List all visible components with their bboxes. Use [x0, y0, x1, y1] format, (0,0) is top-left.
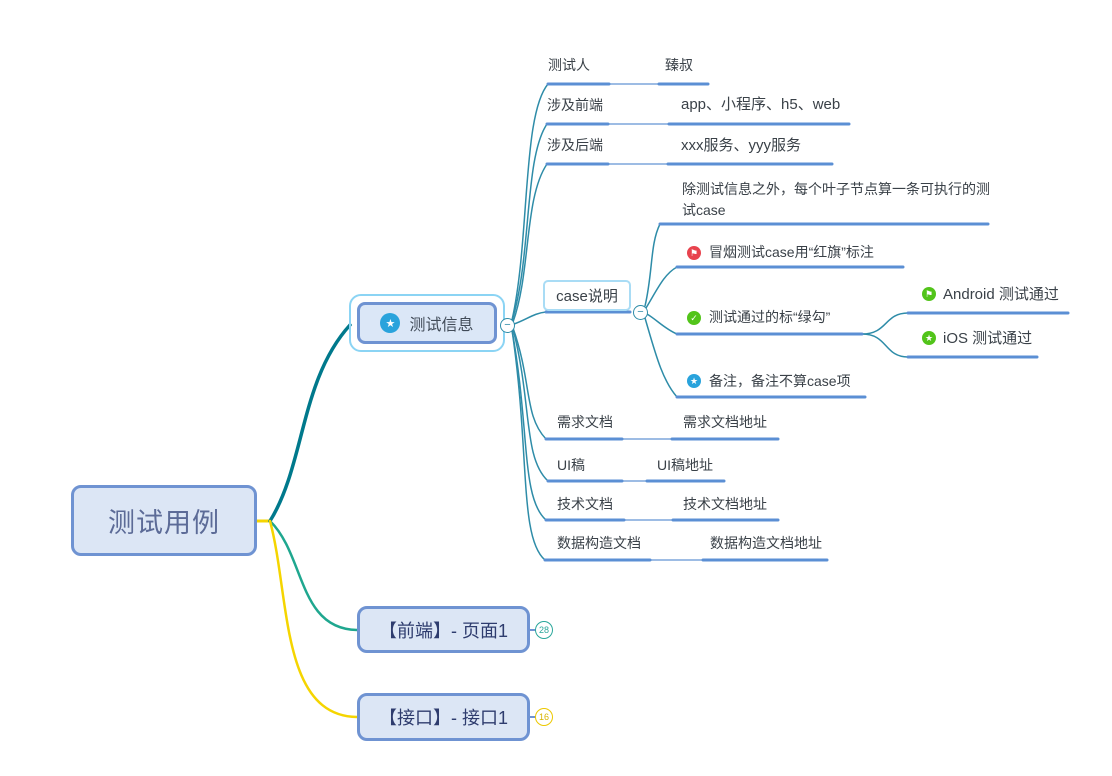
- green-check-icon: ✓: [687, 311, 701, 325]
- minus-icon: −: [504, 319, 511, 331]
- topic-case-note[interactable]: case说明: [543, 280, 631, 311]
- topic-tester[interactable]: 测试人: [548, 57, 590, 73]
- topic-case-rule-note[interactable]: 除测试信息之外，每个叶子节点算一条可执行的测试case: [682, 181, 990, 218]
- collapse-button-case-note[interactable]: −: [633, 305, 648, 320]
- topic-pass-rule[interactable]: 测试通过的标“绿勾”: [709, 309, 831, 325]
- topic-frontend-label: 【前端】- 页面1: [378, 620, 508, 641]
- star-icon: ★: [380, 313, 401, 333]
- test-info-child-curves: [511, 83, 549, 561]
- topic-backend-scope-value[interactable]: xxx服务、yyy服务: [681, 137, 802, 154]
- root-topic-label: 测试用例: [108, 508, 220, 538]
- topic-ui-doc[interactable]: UI稿: [557, 457, 585, 473]
- topic-tester-value[interactable]: 臻叔: [665, 57, 693, 73]
- main-branch-curves: [255, 323, 359, 719]
- topic-requirement-doc-value[interactable]: 需求文档地址: [683, 414, 767, 430]
- topic-tech-doc-value[interactable]: 技术文档地址: [683, 496, 767, 512]
- branch-api: [268, 519, 359, 719]
- branch-frontend: [268, 519, 359, 632]
- topic-frontend-page[interactable]: 【前端】- 页面1: [357, 606, 530, 653]
- row-links: [607, 83, 704, 561]
- green-flag-icon: ⚑: [922, 287, 936, 301]
- topic-data-doc[interactable]: 数据构造文档: [557, 535, 641, 551]
- topic-api[interactable]: 【接口】- 接口1: [357, 693, 530, 741]
- topic-smoke-rule[interactable]: 冒烟测试case用“红旗”标注: [709, 244, 874, 260]
- green-star-icon: ★: [922, 331, 936, 345]
- topic-api-label: 【接口】- 接口1: [378, 708, 508, 728]
- topic-underlines: [543, 82, 1070, 562]
- topic-backend-scope[interactable]: 涉及后端: [547, 137, 603, 153]
- topic-data-doc-value[interactable]: 数据构造文档地址: [710, 535, 822, 551]
- topic-frontend-scope-value[interactable]: app、小程序、h5、web: [681, 96, 841, 113]
- blue-star-icon: ★: [687, 374, 701, 388]
- topic-requirement-doc[interactable]: 需求文档: [557, 414, 613, 430]
- root-topic[interactable]: 测试用例: [71, 485, 257, 556]
- topic-ui-doc-value[interactable]: UI稿地址: [657, 457, 713, 473]
- topic-android-pass[interactable]: Android 测试通过: [943, 286, 1059, 303]
- topic-tech-doc[interactable]: 技术文档: [557, 496, 613, 512]
- pass-child-curves: [861, 312, 909, 358]
- badge-stubs: [530, 629, 536, 718]
- red-flag-icon: ⚑: [687, 246, 701, 260]
- collapsed-count-badge-api[interactable]: 16: [535, 708, 553, 726]
- topic-remark-rule[interactable]: 备注，备注不算case项: [709, 373, 851, 389]
- topic-frontend-scope[interactable]: 涉及前端: [547, 97, 603, 113]
- minus-icon: −: [637, 306, 644, 318]
- collapsed-count-badge-frontend[interactable]: 28: [535, 621, 553, 639]
- topic-test-info[interactable]: ★ 测试信息: [357, 302, 497, 344]
- case-child-curves: [644, 223, 678, 398]
- branch-test-info: [268, 323, 352, 523]
- collapse-button-test-info[interactable]: −: [500, 318, 515, 333]
- topic-test-info-label: 测试信息: [409, 317, 474, 334]
- topic-ios-pass[interactable]: iOS 测试通过: [943, 330, 1033, 347]
